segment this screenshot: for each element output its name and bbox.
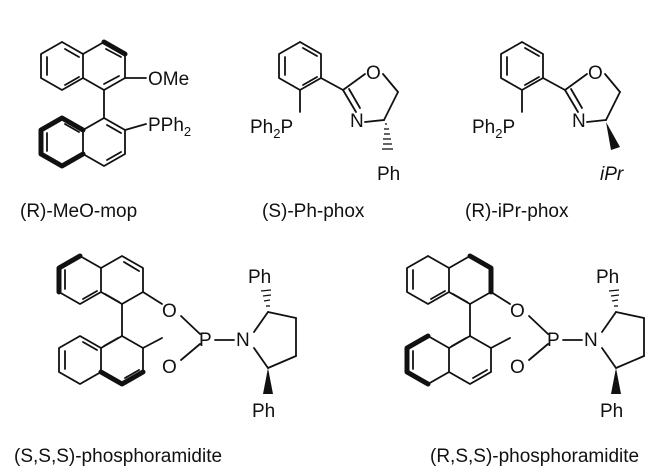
phosphorus: P [547,330,560,351]
phenyl-lower: Ph [600,401,623,422]
meo-mop-structure: OMe PPh2 (R)-MeO-mop [20,39,191,222]
ph-phox-structure: Ph2P O N Ph (S)-Ph-phox [250,41,400,222]
oxygen-2: O [162,357,177,378]
oxygen-2: O [510,357,525,378]
ph2p-label: Ph2P [250,117,293,141]
caption-ipr-phox: (R)-iPr-phox [465,201,569,222]
oxygen-1: O [510,301,525,322]
caption-meo-mop: (R)-MeO-mop [20,201,137,222]
sss-phosphoramidite-structure: O O P N Ph Ph (S,S,S)-phosphoramidite [14,253,297,467]
phosphorus: P [199,330,212,351]
hashed-bond-upper [260,289,272,307]
nitrogen: N [584,330,598,351]
wedge-bond-lower [611,368,621,394]
diphenylphosphino-label: PPh2 [148,115,191,139]
caption-rss-phosphoramidite: (R,S,S)-phosphoramidite [430,446,639,467]
ipr-phox-structure: Ph2P O N iPr (R)-iPr-phox [465,41,624,222]
oxazoline-nitrogen: N [350,111,364,132]
methoxy-label: OMe [148,69,189,90]
oxazoline-oxygen: O [366,63,381,84]
phenyl-upper: Ph [596,267,619,288]
phenyl-upper: Ph [248,267,271,288]
caption-sss-phosphoramidite: (S,S,S)-phosphoramidite [14,446,222,467]
nitrogen: N [236,330,250,351]
oxazoline-nitrogen: N [572,111,586,132]
isopropyl-label: iPr [600,164,624,185]
phenyl-lower: Ph [252,401,275,422]
oxygen-1: O [162,301,177,322]
wedge-bond [606,122,620,150]
wedge-bond-lower [263,368,273,394]
phenyl-label: Ph [377,164,400,185]
rss-phosphoramidite-structure: O O P N Ph Ph (R,S,S)-phosphoramidite [404,253,645,467]
ph2p-label: Ph2P [472,117,515,141]
hashed-bond-upper [608,289,620,307]
hashed-bond [382,123,393,150]
oxazoline-oxygen: O [588,63,603,84]
caption-ph-phox: (S)-Ph-phox [262,201,365,222]
